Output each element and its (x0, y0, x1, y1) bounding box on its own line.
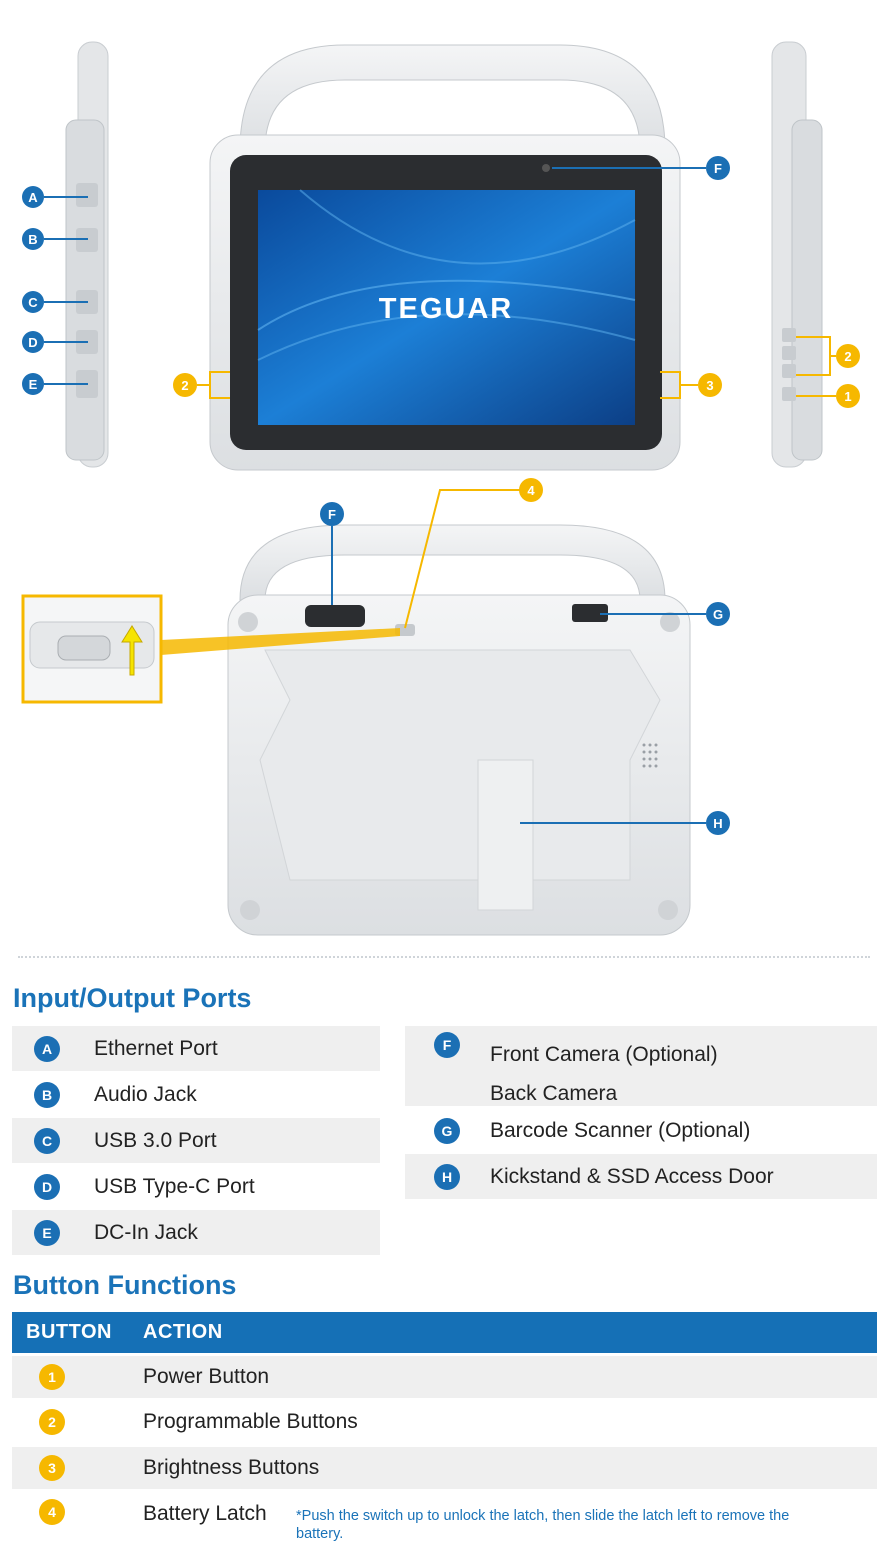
button-row-battery-latch: 4 Battery Latch *Push the switch up to u… (12, 1493, 877, 1543)
button-label: Brightness Buttons (143, 1456, 320, 1479)
badge-d: D (34, 1173, 60, 1200)
callout-3: 3 (698, 373, 722, 397)
button-row-programmable: 2 Programmable Buttons (12, 1401, 877, 1443)
callout-c: C (22, 291, 44, 313)
svg-text:B: B (28, 232, 37, 247)
callout-f-back: F (320, 502, 344, 526)
logo-text: TEGUAR (379, 293, 513, 325)
io-row-kickstand: H Kickstand & SSD Access Door (405, 1154, 877, 1199)
divider (18, 956, 870, 958)
badge-g: G (434, 1117, 460, 1144)
badge-f: F (434, 1032, 460, 1058)
button-row-power: 1 Power Button (12, 1356, 877, 1398)
svg-text:1: 1 (844, 389, 851, 404)
io-label: USB 3.0 Port (94, 1128, 217, 1152)
right-side-view (771, 41, 823, 468)
badge-3: 3 (39, 1455, 65, 1481)
left-side-view (65, 41, 109, 468)
header-action: ACTION (143, 1321, 223, 1343)
button-label: Battery Latch (143, 1502, 267, 1525)
svg-text:2: 2 (844, 349, 851, 364)
back-view (227, 524, 691, 936)
callout-h: H (706, 811, 730, 835)
io-row-ethernet: A Ethernet Port (12, 1026, 380, 1071)
callout-f-front: F (706, 156, 730, 180)
callout-d: D (22, 331, 44, 353)
io-label: DC-In Jack (94, 1220, 198, 1244)
io-row-usbc: D USB Type-C Port (12, 1164, 380, 1209)
io-label: USB Type-C Port (94, 1174, 255, 1198)
callout-e: E (22, 373, 44, 395)
badge-c: C (34, 1127, 60, 1154)
badge-4: 4 (39, 1499, 65, 1525)
io-label: Kickstand & SSD Access Door (490, 1164, 774, 1188)
tablet-diagram: TEGUAR (21, 41, 860, 936)
callout-4: 4 (519, 478, 543, 502)
button-label: Programmable Buttons (143, 1410, 358, 1433)
io-row-camera: F Front Camera (Optional) Back Camera (405, 1026, 877, 1106)
badge-a: A (34, 1035, 60, 1062)
button-table-header: BUTTON ACTION (12, 1312, 877, 1353)
callout-2-front: 2 (173, 373, 197, 397)
svg-text:F: F (328, 507, 336, 522)
svg-text:2: 2 (181, 378, 188, 393)
io-label: Ethernet Port (94, 1036, 218, 1060)
button-label: Power Button (143, 1365, 270, 1388)
button-row-brightness: 3 Brightness Buttons (12, 1447, 877, 1489)
badge-b: B (34, 1081, 60, 1108)
callout-a: A (22, 186, 44, 208)
svg-text:A: A (28, 190, 38, 205)
io-label: Audio Jack (94, 1082, 197, 1106)
io-label: Front Camera (Optional) (490, 1043, 718, 1066)
badge-h: H (434, 1163, 460, 1190)
gold-leaders (197, 336, 836, 629)
svg-text:3: 3 (706, 378, 713, 393)
svg-text:F: F (714, 161, 722, 176)
battery-latch-note: *Push the switch up to unlock the latch,… (296, 1508, 790, 1542)
callout-b: B (22, 228, 44, 250)
io-row-audio: B Audio Jack (12, 1072, 380, 1117)
svg-text:C: C (28, 295, 38, 310)
svg-text:D: D (28, 335, 37, 350)
io-label: Barcode Scanner (Optional) (490, 1118, 751, 1142)
io-section-title: Input/Output Ports (13, 983, 252, 1013)
badge-2: 2 (39, 1409, 65, 1435)
badge-e: E (34, 1219, 60, 1246)
callout-1: 1 (836, 384, 860, 408)
io-row-usb3: C USB 3.0 Port (12, 1118, 380, 1163)
svg-text:H: H (713, 816, 722, 831)
io-row-barcode: G Barcode Scanner (Optional) (405, 1108, 877, 1153)
svg-text:G: G (713, 607, 723, 622)
callout-g: G (706, 602, 730, 626)
svg-text:4: 4 (527, 483, 535, 498)
button-section-title: Button Functions (13, 1270, 237, 1300)
front-view: TEGUAR (209, 44, 681, 471)
callout-2-side: 2 (836, 344, 860, 368)
blue-leaders (44, 167, 706, 824)
io-label-secondary: Back Camera (490, 1082, 618, 1105)
svg-text:E: E (29, 377, 38, 392)
io-row-dcin: E DC-In Jack (12, 1210, 380, 1255)
latch-inset (21, 594, 400, 704)
header-button: BUTTON (26, 1321, 112, 1343)
badge-1: 1 (39, 1364, 65, 1390)
